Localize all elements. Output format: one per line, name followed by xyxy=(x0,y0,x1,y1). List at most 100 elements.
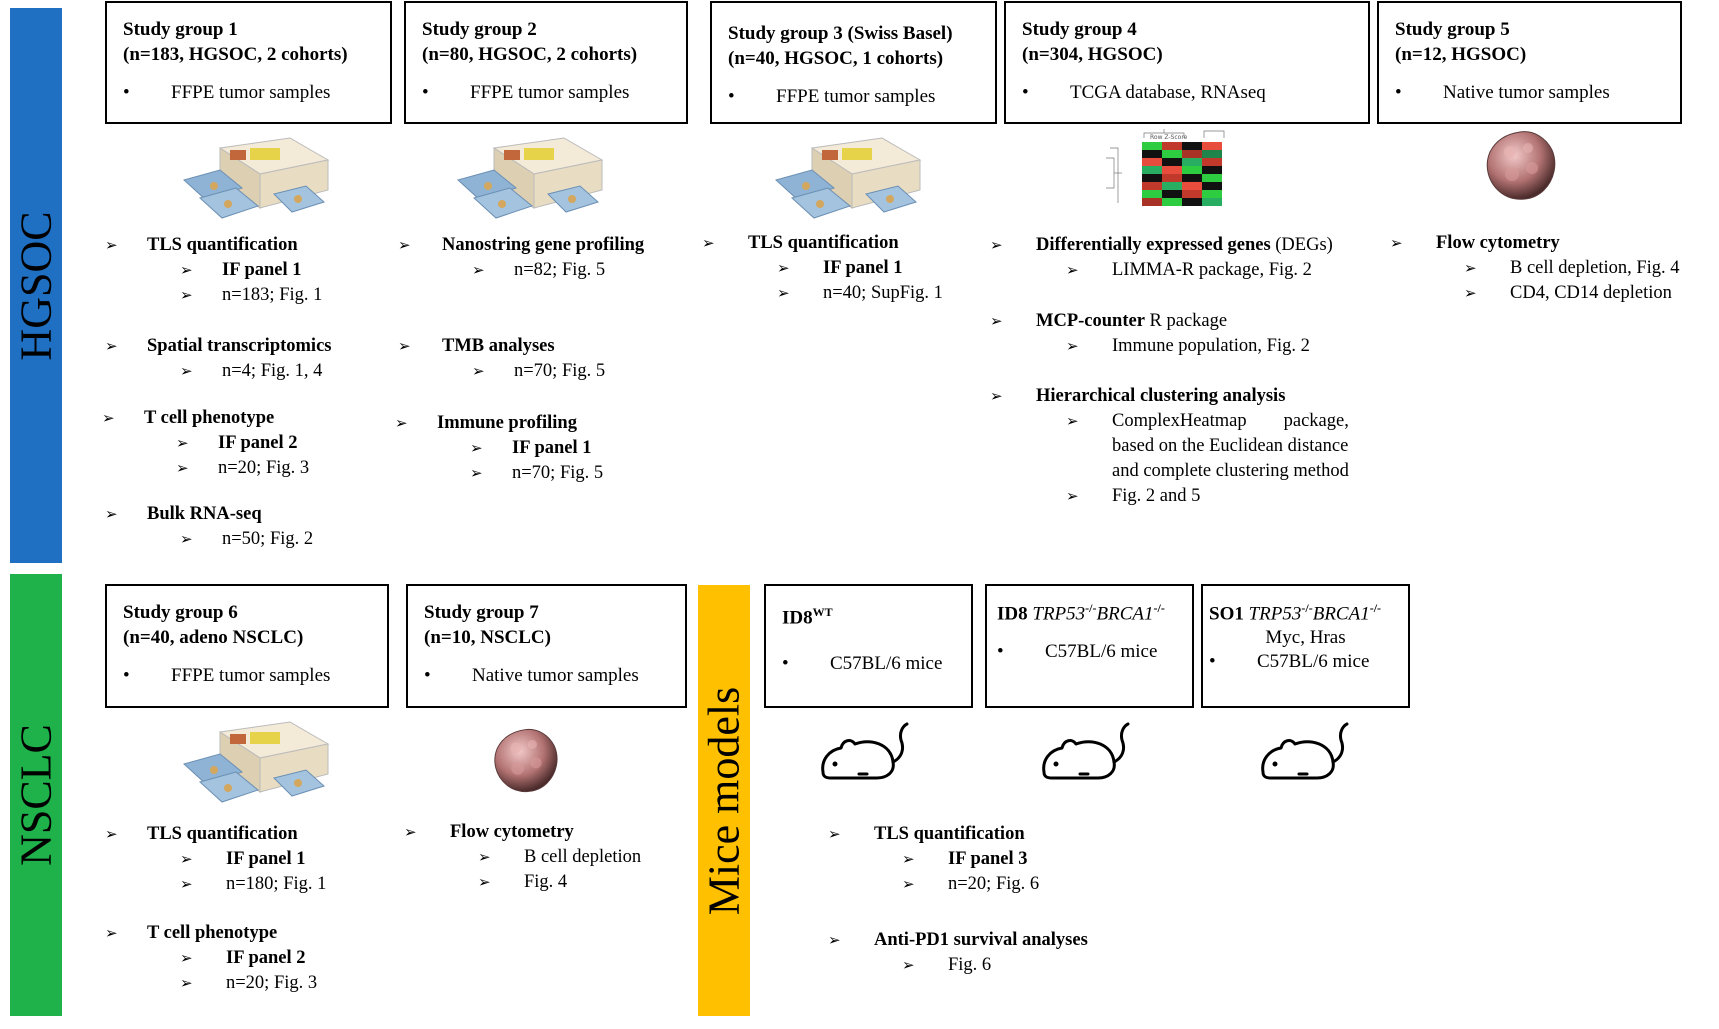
g2-tmb: ➢TMB analyses xyxy=(398,336,555,356)
g2-if-panel-1-n: ➢n=70; Fig. 5 xyxy=(470,463,604,483)
mouse-model-so1-extra: Myc, Hras xyxy=(1265,627,1346,649)
heatmap-icon xyxy=(1106,129,1225,206)
g6-if-panel-2: ➢IF panel 2 xyxy=(180,948,306,968)
g6-if-panel-1: ➢IF panel 1 xyxy=(180,849,306,869)
g1-t-cell-phenotype: ➢T cell phenotype xyxy=(102,408,275,428)
bullet-icon: • xyxy=(424,665,431,686)
bullet-icon: • xyxy=(422,82,429,103)
study-group-5-title: Study group 5 xyxy=(1395,19,1510,40)
mouse-model-so1-title: SO1 TRP53-/-BRCA1-/- xyxy=(1209,601,1382,625)
g5-cd4-cd14: ➢CD4, CD14 depletion xyxy=(1464,283,1672,303)
study-group-6-subtitle: (n=40, adeno NSCLC) xyxy=(123,627,304,648)
g5-b-cell-depletion: ➢B cell depletion, Fig. 4 xyxy=(1464,258,1680,278)
g7-b-cell-depletion: ➢B cell depletion xyxy=(478,847,642,867)
g1-if-panel-1: ➢IF panel 1 xyxy=(180,260,302,280)
g2-nanostring-n: ➢n=82; Fig. 5 xyxy=(472,260,606,280)
study-group-5-sample: Native tumor samples xyxy=(1443,82,1610,103)
bullet-icon: • xyxy=(123,665,130,686)
study-group-3-title: Study group 3 (Swiss Basel) xyxy=(728,23,953,44)
study-group-2-box: Study group 2 (n=80, HGSOC, 2 cohorts) •… xyxy=(404,1,688,124)
g4-fig-2-5: ➢Fig. 2 and 5 xyxy=(1066,486,1201,506)
g4-euclidean: based on the Euclidean distance xyxy=(1112,436,1349,456)
g1-bulk-rna-seq: ➢Bulk RNA-seq xyxy=(105,504,262,524)
mice-anti-pd1-fig: ➢Fig. 6 xyxy=(902,955,992,975)
bullet-icon: • xyxy=(997,641,1004,663)
study-group-4-box: Study group 4 (n=304, HGSOC) • TCGA datab… xyxy=(1004,1,1370,124)
study-group-1-box: Study group 1 (n=183, HGSOC, 2 cohorts) … xyxy=(105,1,392,124)
g4-complete-clustering: and complete clustering method xyxy=(1112,461,1349,481)
g2-nanostring: ➢Nanostring gene profiling xyxy=(398,235,645,255)
g1-bulk-n: ➢n=50; Fig. 2 xyxy=(180,529,314,549)
nsclc-label: NSCLC xyxy=(11,724,61,866)
mouse-model-so1-strain: C57BL/6 mice xyxy=(1257,651,1370,673)
study-group-3-box: Study group 3 (Swiss Basel) (n=40, HGSOC… xyxy=(710,1,997,124)
g7-flow-cytometry: ➢Flow cytometry xyxy=(404,822,574,842)
g3-tls-quantification: ➢TLS quantification xyxy=(702,233,899,253)
study-group-5-box: Study group 5 (n=12, HGSOC) • Native tumo… xyxy=(1377,1,1682,124)
study-group-2-title: Study group 2 xyxy=(422,19,537,40)
mice-anti-pd1: ➢Anti-PD1 survival analyses xyxy=(828,930,1088,950)
nsclc-band: NSCLC xyxy=(10,574,62,1016)
mice-tls-quantification: ➢TLS quantification xyxy=(828,824,1025,844)
heatmap-cells xyxy=(1142,142,1222,206)
ffpe-kit-icon xyxy=(182,137,330,219)
g6-tls-quantification: ➢TLS quantification xyxy=(105,824,298,844)
g7-fig-4: ➢Fig. 4 xyxy=(478,872,568,892)
bullet-icon: • xyxy=(1209,651,1216,673)
native-tumor-icon xyxy=(494,728,558,793)
g3-if-panel-1-n: ➢n=40; SupFig. 1 xyxy=(777,283,943,303)
g2-if-panel-1: ➢IF panel 1 xyxy=(470,438,592,458)
mouse-model-id8-ko-box: ID8 TRP53-/-BRCA1-/- •C57BL/6 mice xyxy=(985,584,1194,708)
study-group-2-subtitle: (n=80, HGSOC, 2 cohorts) xyxy=(422,44,638,65)
g4-immune-population: ➢Immune population, Fig. 2 xyxy=(1066,336,1310,356)
study-group-6-title: Study group 6 xyxy=(123,602,238,623)
study-group-5-subtitle: (n=12, HGSOC) xyxy=(1395,44,1527,65)
mouse-model-so1-box: SO1 TRP53-/-BRCA1-/- Myc, Hras • C57BL/6 … xyxy=(1201,584,1410,708)
g1-if-panel-2-n: ➢n=20; Fig. 3 xyxy=(176,458,310,478)
mouse-model-id8wt-box: ID8WT •C57BL/6 mice xyxy=(764,584,973,708)
mouse-model-id8wt-title: ID8WT xyxy=(782,605,833,629)
bullet-icon: • xyxy=(1395,82,1402,103)
study-group-6-box: Study group 6 (n=40, adeno NSCLC) •FFPE … xyxy=(105,584,389,708)
ffpe-kit-icon xyxy=(456,137,604,219)
study-group-7-subtitle: (n=10, NSCLC) xyxy=(424,627,551,648)
g6-if-panel-2-n: ➢n=20; Fig. 3 xyxy=(180,973,318,993)
study-group-4-title: Study group 4 xyxy=(1022,19,1137,40)
g1-if-panel-1-n: ➢n=183; Fig. 1 xyxy=(180,285,323,305)
ffpe-kit-icon xyxy=(182,721,330,803)
study-group-3-subtitle: (n=40, HGSOC, 1 cohorts) xyxy=(728,48,944,69)
study-group-4-subtitle: (n=304, HGSOC) xyxy=(1022,44,1163,65)
g4-degs: ➢Differentially expressed genes (DEGs) xyxy=(990,235,1333,255)
g2-immune-profiling: ➢Immune profiling xyxy=(395,413,577,433)
hgsoc-band: HGSOC xyxy=(10,8,62,563)
g1-spatial-n: ➢n=4; Fig. 1, 4 xyxy=(180,361,323,381)
study-group-1-sample: FFPE tumor samples xyxy=(171,82,331,103)
mice-label: Mice models xyxy=(699,686,749,915)
mice-if-panel-3-n: ➢n=20; Fig. 6 xyxy=(902,874,1040,894)
g4-hierarchical-clustering: ➢Hierarchical clustering analysis xyxy=(990,386,1286,406)
mouse-icon xyxy=(1261,722,1349,780)
g6-if-panel-1-n: ➢n=180; Fig. 1 xyxy=(180,874,327,894)
g6-t-cell-phenotype: ➢T cell phenotype xyxy=(105,923,278,943)
heatmap-label: Row Z-Score xyxy=(1150,134,1188,141)
g2-tmb-n: ➢n=70; Fig. 5 xyxy=(472,361,606,381)
bullet-icon: • xyxy=(1022,82,1029,103)
study-group-4-sample: TCGA database, RNAseq xyxy=(1070,82,1266,103)
ffpe-kit-icon xyxy=(774,137,922,219)
g1-spatial-transcriptomics: ➢Spatial transcriptomics xyxy=(105,336,332,356)
study-group-7-box: Study group 7 (n=10, NSCLC) • Native tumo… xyxy=(406,584,687,708)
g5-flow-cytometry: ➢Flow cytometry xyxy=(1390,233,1560,253)
study-group-3-sample: FFPE tumor samples xyxy=(776,86,936,107)
study-group-7-sample: Native tumor samples xyxy=(472,665,639,686)
mouse-icon xyxy=(821,722,909,780)
g1-tls-quantification: ➢TLS quantification xyxy=(105,235,298,255)
study-group-7-title: Study group 7 xyxy=(424,602,539,623)
study-group-1-subtitle: (n=183, HGSOC, 2 cohorts) xyxy=(123,44,348,65)
g1-if-panel-2: ➢IF panel 2 xyxy=(176,433,298,453)
g4-mcp-counter: ➢MCP-counter R package xyxy=(990,311,1228,331)
bullet-icon: • xyxy=(782,653,789,675)
mice-if-panel-3: ➢IF panel 3 xyxy=(902,849,1028,869)
mouse-icon xyxy=(1042,722,1130,780)
hgsoc-label: HGSOC xyxy=(11,210,61,361)
mouse-model-id8-ko-strain: C57BL/6 mice xyxy=(1045,641,1158,663)
